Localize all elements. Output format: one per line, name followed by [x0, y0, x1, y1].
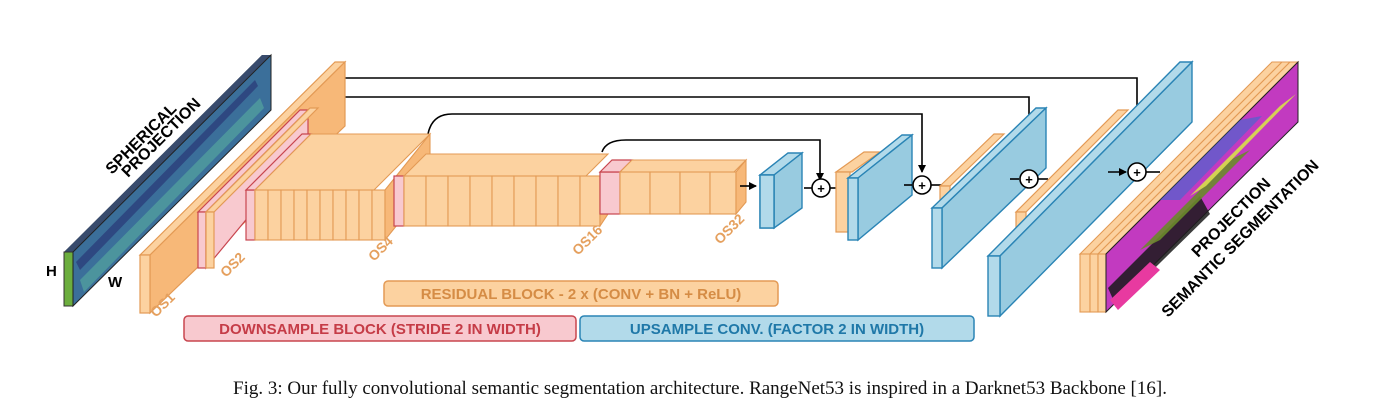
decoder-stage-3: [930, 106, 1048, 270]
downsample-block-os4: [245, 189, 256, 241]
legend: RESIDUAL BLOCK - 2 x (CONV + BN + ReLU) …: [183, 280, 975, 342]
figure-caption: Fig. 3: Our fully convolutional semantic…: [233, 378, 1167, 399]
encoder-os8-blocks: [393, 153, 613, 228]
legend-upsample-label: UPSAMPLE CONV. (FACTOR 2 IN WIDTH): [630, 321, 924, 338]
encoder-os32-blocks: [598, 158, 748, 216]
skip-add-node-1: +: [811, 178, 831, 198]
input-h-label: H: [46, 263, 57, 280]
legend-residual-box: [383, 280, 779, 307]
legend-downsample-label: DOWNSAMPLE BLOCK (STRIDE 2 IN WIDTH): [219, 321, 541, 338]
os-label-2: OS2: [217, 249, 248, 280]
decoder-stage-2: [834, 133, 915, 242]
downsample-block-os8: [393, 175, 405, 227]
decoder-stage-4: [986, 60, 1194, 318]
skip-add-node-2: +: [912, 175, 932, 195]
svg-text:+: +: [918, 178, 926, 193]
svg-text:+: +: [1133, 165, 1141, 180]
legend-residual-label: RESIDUAL BLOCK - 2 x (CONV + BN + ReLU): [421, 286, 742, 303]
decoder-upsample-1: [757, 151, 805, 230]
downsample-block-os2: [197, 211, 207, 269]
downsample-block-os16: [599, 171, 621, 215]
input-w-label: W: [108, 274, 123, 291]
skip-connection-os16: [601, 139, 824, 181]
range-image: [64, 55, 271, 252]
svg-text:+: +: [817, 181, 825, 196]
skip-connection-os4: [427, 113, 926, 173]
svg-text:+: +: [1025, 172, 1033, 187]
skip-add-node-4: +: [1127, 162, 1147, 182]
legend-downsample-box: [183, 315, 577, 342]
legend-upsample-box: [579, 315, 975, 342]
output-segmentation: [1078, 60, 1300, 314]
os-label-5: OS32: [711, 210, 748, 247]
skip-add-node-3: +: [1019, 169, 1039, 189]
